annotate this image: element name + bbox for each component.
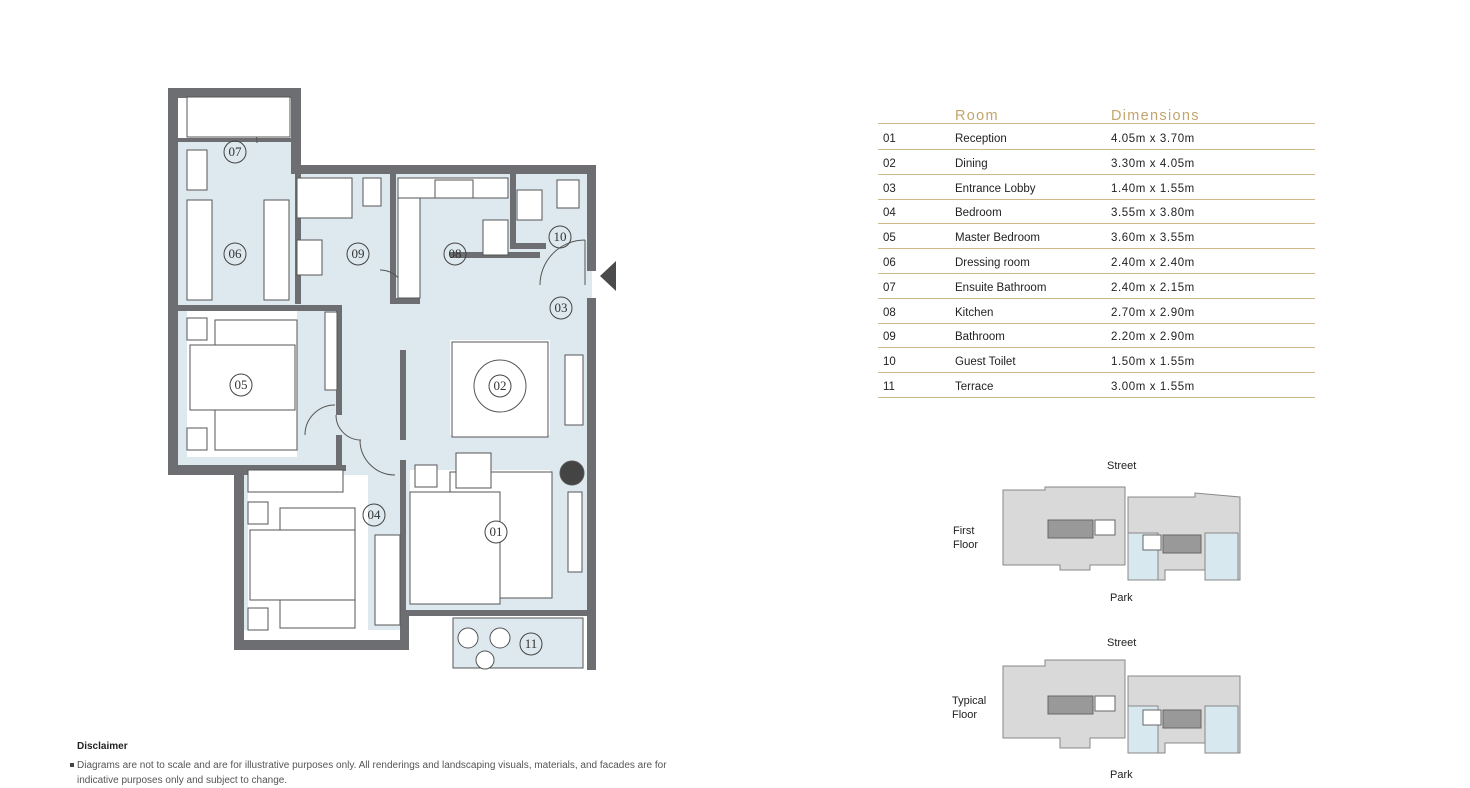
key-plan-first-park: Park <box>1110 592 1133 604</box>
room-name: Dressing room <box>955 257 1030 269</box>
room-name: Terrace <box>955 381 994 393</box>
room-dimensions: 4.05m x 3.70m <box>1111 133 1195 145</box>
room-dimensions: 3.30m x 4.05m <box>1111 157 1195 170</box>
room-dimensions: 2.40m x 2.15m <box>1111 281 1195 294</box>
room-label-04: 04 <box>368 507 382 522</box>
table-row: 01 Reception 4.05m x 3.70m <box>878 124 1315 150</box>
floor-plan: 07 06 09 08 10 03 05 02 04 01 11 <box>168 88 616 670</box>
header-dimensions: Dimensions <box>1111 108 1200 124</box>
key-plan-typical-street: Street <box>1107 637 1137 649</box>
key-plan-typical-floor-line1: Typical <box>952 695 987 707</box>
room-label-07: 07 <box>229 144 243 159</box>
room-dimensions: 1.40m x 1.55m <box>1111 182 1195 195</box>
room-label-01: 01 <box>490 524 503 539</box>
room-number: 02 <box>883 157 896 170</box>
key-plan-typical-floor <box>1002 659 1241 754</box>
disclaimer-title: Disclaimer <box>77 741 128 752</box>
table-row: 02 Dining 3.30m x 4.05m <box>878 149 1315 175</box>
room-name: Reception <box>955 133 1007 145</box>
key-plan-typical-floor-line2: Floor <box>952 709 978 721</box>
room-number: 06 <box>883 257 896 269</box>
room-number: 08 <box>883 306 896 319</box>
table-row: 03 Entrance Lobby 1.40m x 1.55m <box>878 174 1315 200</box>
room-label-05: 05 <box>235 377 248 392</box>
key-plan-first-floor-line2: Floor <box>953 539 979 551</box>
key-plan-first-street: Street <box>1107 460 1137 472</box>
table-row: 10 Guest Toilet 1.50m x 1.55m <box>878 347 1315 374</box>
table-row: 11 Terrace 3.00m x 1.55m <box>878 372 1315 398</box>
room-number: 07 <box>883 281 896 294</box>
bullet-icon <box>70 763 74 767</box>
room-name: Bathroom <box>955 331 1005 344</box>
table-row: 05 Master Bedroom 3.60m x 3.55m <box>878 223 1315 250</box>
room-dimensions: 3.55m x 3.80m <box>1111 207 1195 220</box>
disclaimer-text: Diagrams are not to scale and are for il… <box>77 760 667 786</box>
room-label-11: 11 <box>525 636 538 651</box>
room-dimensions: 3.00m x 1.55m <box>1111 381 1195 393</box>
room-number: 05 <box>883 232 896 245</box>
header-room: Room <box>955 108 999 124</box>
room-dimensions: 1.50m x 1.55m <box>1111 356 1195 369</box>
furniture <box>186 96 585 670</box>
room-number: 04 <box>883 207 896 220</box>
room-dimensions: 2.20m x 2.90m <box>1111 331 1195 344</box>
room-name: Kitchen <box>955 306 994 319</box>
room-label-02: 02 <box>494 378 507 393</box>
room-label-06: 06 <box>229 246 243 261</box>
room-name: Dining <box>955 157 988 170</box>
room-dimensions: 3.60m x 3.55m <box>1111 232 1195 245</box>
room-name: Guest Toilet <box>955 356 1016 369</box>
table-row: 06 Dressing room 2.40m x 2.40m <box>878 248 1315 274</box>
room-name: Ensuite Bathroom <box>955 281 1047 294</box>
room-dimensions: 2.70m x 2.90m <box>1111 306 1195 319</box>
room-label-10: 10 <box>554 229 567 244</box>
header-divider <box>878 123 1315 124</box>
room-label-09: 09 <box>352 246 365 261</box>
room-label-03: 03 <box>555 300 568 315</box>
room-name: Bedroom <box>955 207 1002 220</box>
room-number: 01 <box>883 133 896 145</box>
room-number: 11 <box>883 381 895 393</box>
room-number: 10 <box>883 356 896 369</box>
key-plan-typical-park: Park <box>1110 769 1133 781</box>
table-row: 08 Kitchen 2.70m x 2.90m <box>878 298 1315 324</box>
room-name: Entrance Lobby <box>955 182 1036 195</box>
entrance-arrow-icon <box>600 261 616 291</box>
key-plan-first-floor <box>1002 486 1241 581</box>
room-name: Master Bedroom <box>955 232 1041 245</box>
room-number: 03 <box>883 182 896 195</box>
table-row: 04 Bedroom 3.55m x 3.80m <box>878 198 1315 225</box>
room-labels: 07 06 09 08 10 03 05 02 04 01 11 <box>223 140 573 656</box>
room-dimensions: 2.40m x 2.40m <box>1111 257 1195 269</box>
walls <box>168 88 596 670</box>
room-number: 09 <box>883 331 896 344</box>
table-row: 09 Bathroom 2.20m x 2.90m <box>878 322 1315 349</box>
table-row: 07 Ensuite Bathroom 2.40m x 2.15m <box>878 273 1315 299</box>
key-plan-first-floor-line1: First <box>953 525 975 537</box>
room-label-08: 08 <box>449 246 462 261</box>
